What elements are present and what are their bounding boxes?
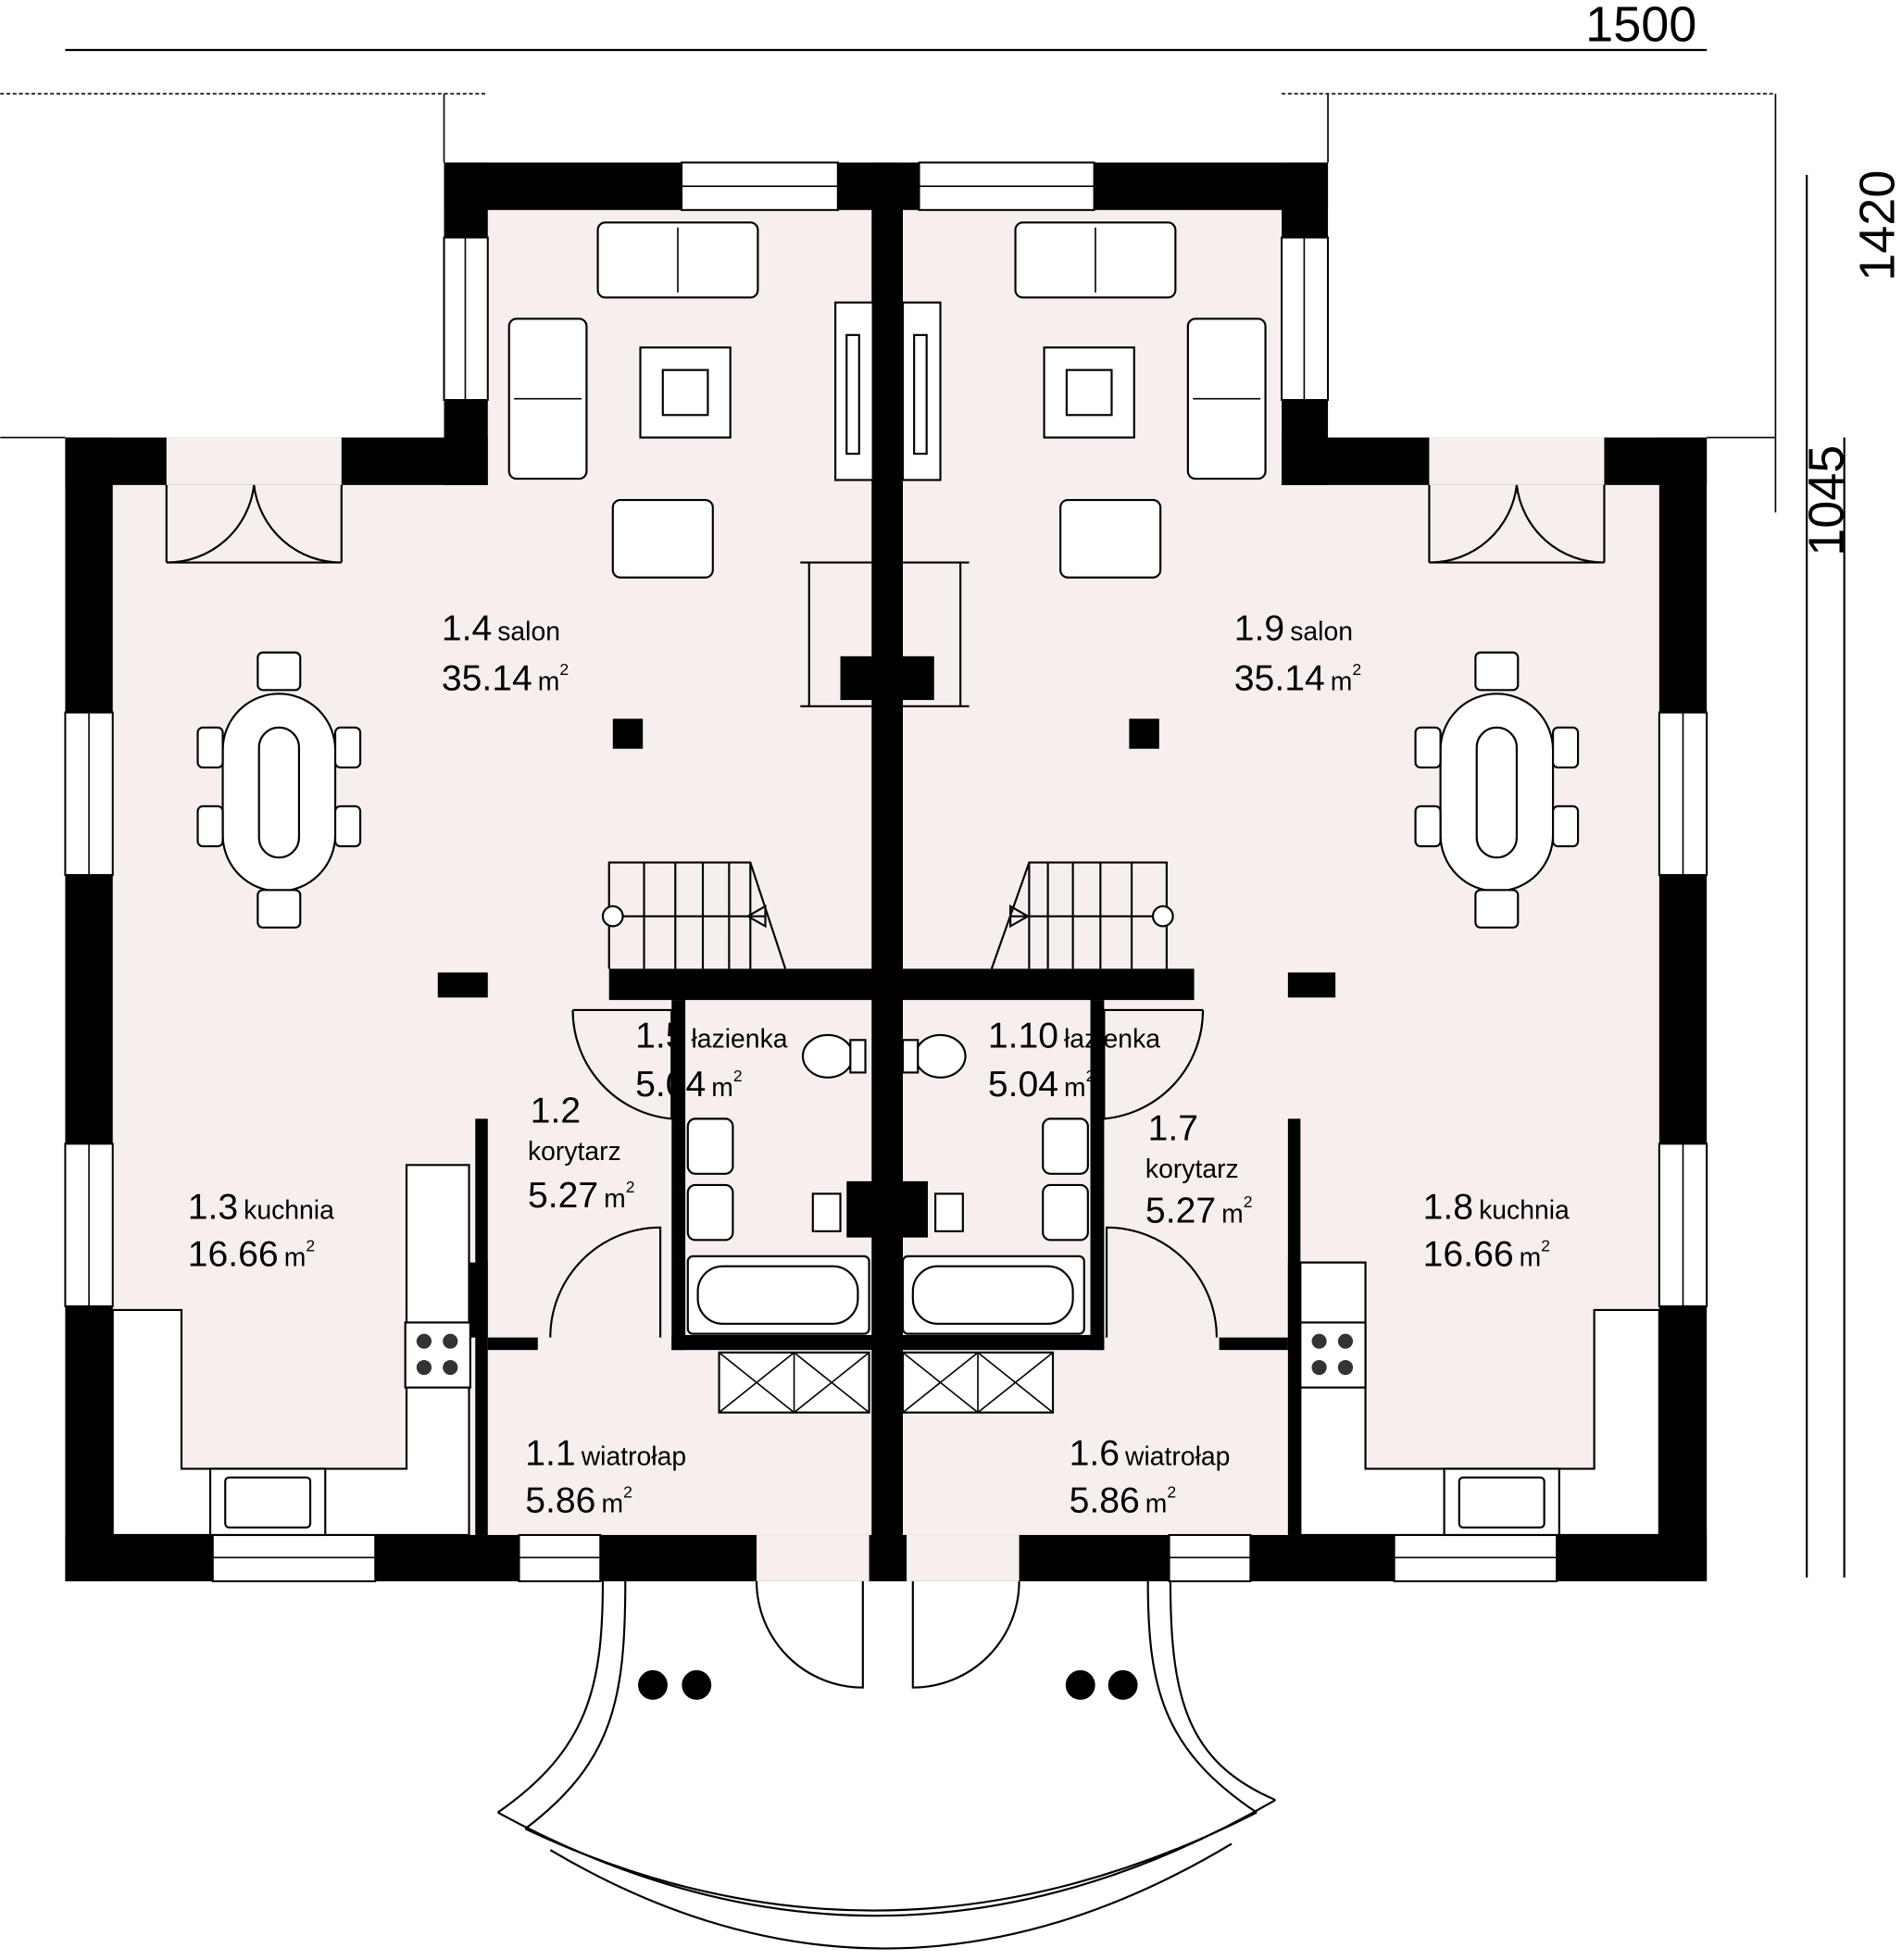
svg-text:35.14 m2: 35.14 m2	[1234, 658, 1361, 698]
svg-text:1.9 salon: 1.9 salon	[1234, 608, 1353, 648]
room-name: wiatrołap	[581, 1442, 686, 1471]
dimension-depth-main: 1045	[1798, 445, 1854, 556]
area-exponent: 2	[306, 1236, 315, 1255]
area-unit: m	[538, 667, 560, 696]
area-exponent: 2	[733, 1067, 743, 1085]
room-name: łazienka	[1064, 1024, 1160, 1054]
area-exponent: 2	[1086, 1067, 1095, 1085]
dimension-depth-total: 1420	[1850, 170, 1902, 281]
room-name: salon	[497, 617, 560, 646]
area-exponent: 2	[1244, 1192, 1253, 1211]
room-number: 1.9	[1234, 608, 1284, 648]
room-name: kuchnia	[1479, 1195, 1570, 1225]
svg-text:16.66 m2: 16.66 m2	[188, 1235, 315, 1275]
svg-text:5.04 m2: 5.04 m2	[635, 1065, 743, 1105]
room-label-1-1: 1.1 wiatrołap 5.86 m2	[525, 1433, 686, 1520]
area-unit: m	[711, 1073, 733, 1103]
area-unit: m	[1145, 1490, 1168, 1519]
area-unit: m	[604, 1184, 626, 1214]
room-number: 1.8	[1423, 1187, 1473, 1227]
room-name: korytarz	[1145, 1155, 1239, 1184]
svg-text:1.5 łazienka: 1.5 łazienka	[635, 1016, 788, 1055]
area-exponent: 2	[1352, 660, 1361, 679]
room-label-1-4: 1.4 salon 35.14 m2	[442, 608, 569, 698]
room-area: 5.86	[1070, 1481, 1140, 1521]
room-number: 1.4	[442, 608, 492, 648]
room-area: 5.86	[525, 1481, 595, 1521]
room-area: 16.66	[188, 1235, 279, 1275]
room-label-1-9: 1.9 salon 35.14 m2	[1234, 608, 1361, 698]
room-name: wiatrołap	[1124, 1442, 1230, 1471]
room-number: 1.7	[1148, 1108, 1198, 1148]
room-area: 35.14	[1234, 658, 1325, 698]
room-area: 5.04	[635, 1065, 706, 1105]
room-label-1-10: 1.10 łazienka 5.04 m2	[988, 1016, 1160, 1105]
svg-text:1.4 salon: 1.4 salon	[442, 608, 560, 648]
room-number: 1.10	[988, 1016, 1058, 1055]
room-label-1-8: 1.8 kuchnia 16.66 m2	[1423, 1187, 1570, 1274]
area-unit: m	[284, 1243, 307, 1273]
svg-text:1.10 łazienka: 1.10 łazienka	[988, 1016, 1160, 1055]
svg-text:5.04 m2: 5.04 m2	[988, 1065, 1095, 1105]
area-unit: m	[1064, 1073, 1086, 1103]
svg-text:5.27 m2: 5.27 m2	[1145, 1191, 1253, 1230]
dimension-width: 1500	[1585, 0, 1696, 53]
area-unit: m	[1221, 1199, 1244, 1229]
room-number: 1.1	[525, 1433, 575, 1473]
area-exponent: 2	[559, 660, 569, 679]
room-name: łazienka	[692, 1024, 788, 1054]
room-number: 1.2	[531, 1091, 581, 1130]
room-area: 35.14	[442, 658, 532, 698]
room-label-1-5: 1.5 łazienka 5.04 m2	[635, 1016, 788, 1105]
room-name: salon	[1290, 617, 1353, 646]
room-label-1-2: 1.2 korytarz 5.27 m2	[528, 1091, 635, 1216]
svg-text:16.66 m2: 16.66 m2	[1423, 1235, 1550, 1275]
room-name: kuchnia	[244, 1195, 334, 1225]
room-name: korytarz	[528, 1137, 621, 1167]
svg-text:5.86 m2: 5.86 m2	[525, 1481, 632, 1521]
area-exponent: 2	[1541, 1236, 1550, 1255]
room-area: 5.27	[528, 1176, 598, 1216]
svg-text:35.14 m2: 35.14 m2	[442, 658, 569, 698]
svg-text:1.1 wiatrołap: 1.1 wiatrołap	[525, 1433, 686, 1473]
room-area: 5.04	[988, 1065, 1058, 1105]
room-label-1-6: 1.6 wiatrołap 5.86 m2	[1070, 1433, 1231, 1520]
svg-text:1.8 kuchnia: 1.8 kuchnia	[1423, 1187, 1570, 1227]
windows	[64, 161, 1708, 1582]
entrance-porch	[496, 1580, 1276, 1950]
room-label-1-7: 1.7 korytarz 5.27 m2	[1145, 1108, 1253, 1230]
room-labels: 1.4 salon 35.14 m2 1.9 salon 35.14 m2 1.…	[188, 608, 1570, 1520]
area-exponent: 2	[623, 1482, 632, 1501]
doors	[165, 484, 1606, 1689]
area-exponent: 2	[626, 1178, 635, 1196]
room-area: 16.66	[1423, 1235, 1514, 1275]
svg-text:1.6 wiatrołap: 1.6 wiatrołap	[1070, 1433, 1231, 1473]
area-unit: m	[1520, 1243, 1542, 1273]
svg-text:5.27 m2: 5.27 m2	[528, 1176, 635, 1216]
room-number: 1.3	[188, 1187, 238, 1227]
svg-text:5.86 m2: 5.86 m2	[1070, 1481, 1177, 1521]
svg-text:1.3 kuchnia: 1.3 kuchnia	[188, 1187, 334, 1227]
area-unit: m	[1331, 667, 1353, 696]
area-exponent: 2	[1167, 1482, 1176, 1501]
area-unit: m	[601, 1490, 623, 1519]
room-area: 5.27	[1145, 1191, 1216, 1230]
dimension-lines: 1500 1420 1045	[0, 0, 1902, 1578]
room-number: 1.5	[635, 1016, 685, 1055]
room-label-1-3: 1.3 kuchnia 16.66 m2	[188, 1187, 334, 1274]
furniture	[111, 221, 1660, 1537]
room-number: 1.6	[1070, 1433, 1120, 1473]
